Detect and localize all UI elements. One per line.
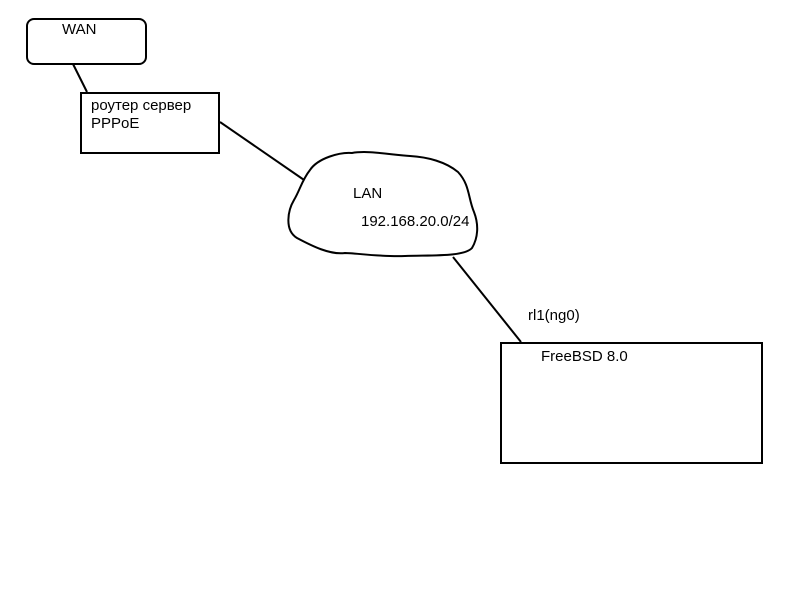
interface-label: rl1(ng0) [528, 307, 580, 324]
router-node [80, 92, 220, 154]
lan-cloud-shape [287, 151, 479, 258]
edge-wan-router [72, 63, 88, 93]
freebsd-label: FreeBSD 8.0 [541, 348, 628, 365]
edge-lan-freebsd [452, 256, 522, 343]
wan-label: WAN [62, 21, 97, 38]
edge-router-lan [219, 121, 308, 183]
router-label-line2: PPPoE [91, 115, 140, 132]
wan-node [26, 18, 147, 65]
freebsd-node [500, 342, 763, 464]
lan-label: LAN [353, 185, 383, 202]
router-label-line1: роутер сервер [91, 97, 192, 114]
lan-subnet-label: 192.168.20.0/24 [361, 213, 470, 230]
